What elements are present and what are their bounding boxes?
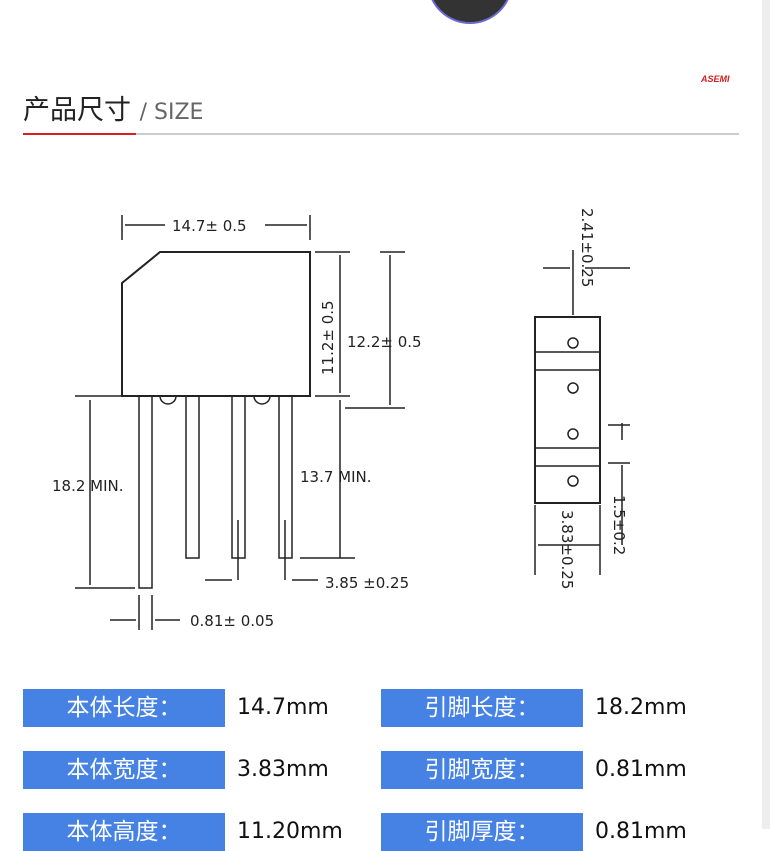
scrollbar[interactable]: [762, 0, 770, 829]
dim-total-height: 12.2± 0.5: [347, 333, 422, 351]
spec-label: 引脚厚度：: [381, 813, 583, 851]
dim-lead-min: 13.7 MIN.: [300, 468, 372, 486]
spec-value: 11.20mm: [237, 819, 343, 844]
spec-value: 3.83mm: [237, 757, 329, 782]
dim-pitch: 3.85 ±0.25: [325, 574, 409, 592]
title-divider: [23, 133, 739, 135]
spec-value: 0.81mm: [595, 819, 687, 844]
spec-row: 本体宽度： 3.83mm 引脚宽度： 0.81mm: [23, 751, 739, 789]
spec-row: 本体高度： 11.20mm 引脚厚度： 0.81mm: [23, 813, 739, 851]
dim-side-offset: 2.41±0.25: [578, 208, 596, 287]
spec-label: 本体长度：: [23, 689, 225, 727]
spec-value: 0.81mm: [595, 757, 687, 782]
product-image-partial: [427, 0, 513, 24]
asemi-logo: ASEMI: [701, 74, 730, 84]
dim-lead-length: 18.2 MIN.: [52, 477, 124, 495]
dim-body-length: 14.7± 0.5: [172, 217, 247, 235]
dim-lead-width: 0.81± 0.05: [190, 612, 274, 630]
spec-label: 引脚宽度：: [381, 751, 583, 789]
side-view: [534, 250, 630, 575]
dimension-drawing: 14.7± 0.5 11.2± 0.5 12.2± 0.5 18.2 MIN. …: [52, 208, 630, 630]
spec-label: 本体宽度：: [23, 751, 225, 789]
spec-row: 本体长度： 14.7mm 引脚长度： 18.2mm: [23, 689, 739, 727]
spec-label: 本体高度：: [23, 813, 225, 851]
spec-value: 14.7mm: [237, 695, 329, 720]
section-title: 产品尺寸 / SIZE: [23, 88, 203, 127]
spec-label: 引脚长度：: [381, 689, 583, 727]
title-cn: 产品尺寸: [23, 95, 131, 126]
dim-body-width: 3.83±0.25: [558, 510, 576, 589]
front-view: [75, 215, 405, 630]
title-en: / SIZE: [139, 100, 204, 125]
dim-side-step: 1.5±0.2: [610, 495, 628, 555]
dim-body-height: 11.2± 0.5: [319, 300, 337, 375]
spec-value: 18.2mm: [595, 695, 687, 720]
